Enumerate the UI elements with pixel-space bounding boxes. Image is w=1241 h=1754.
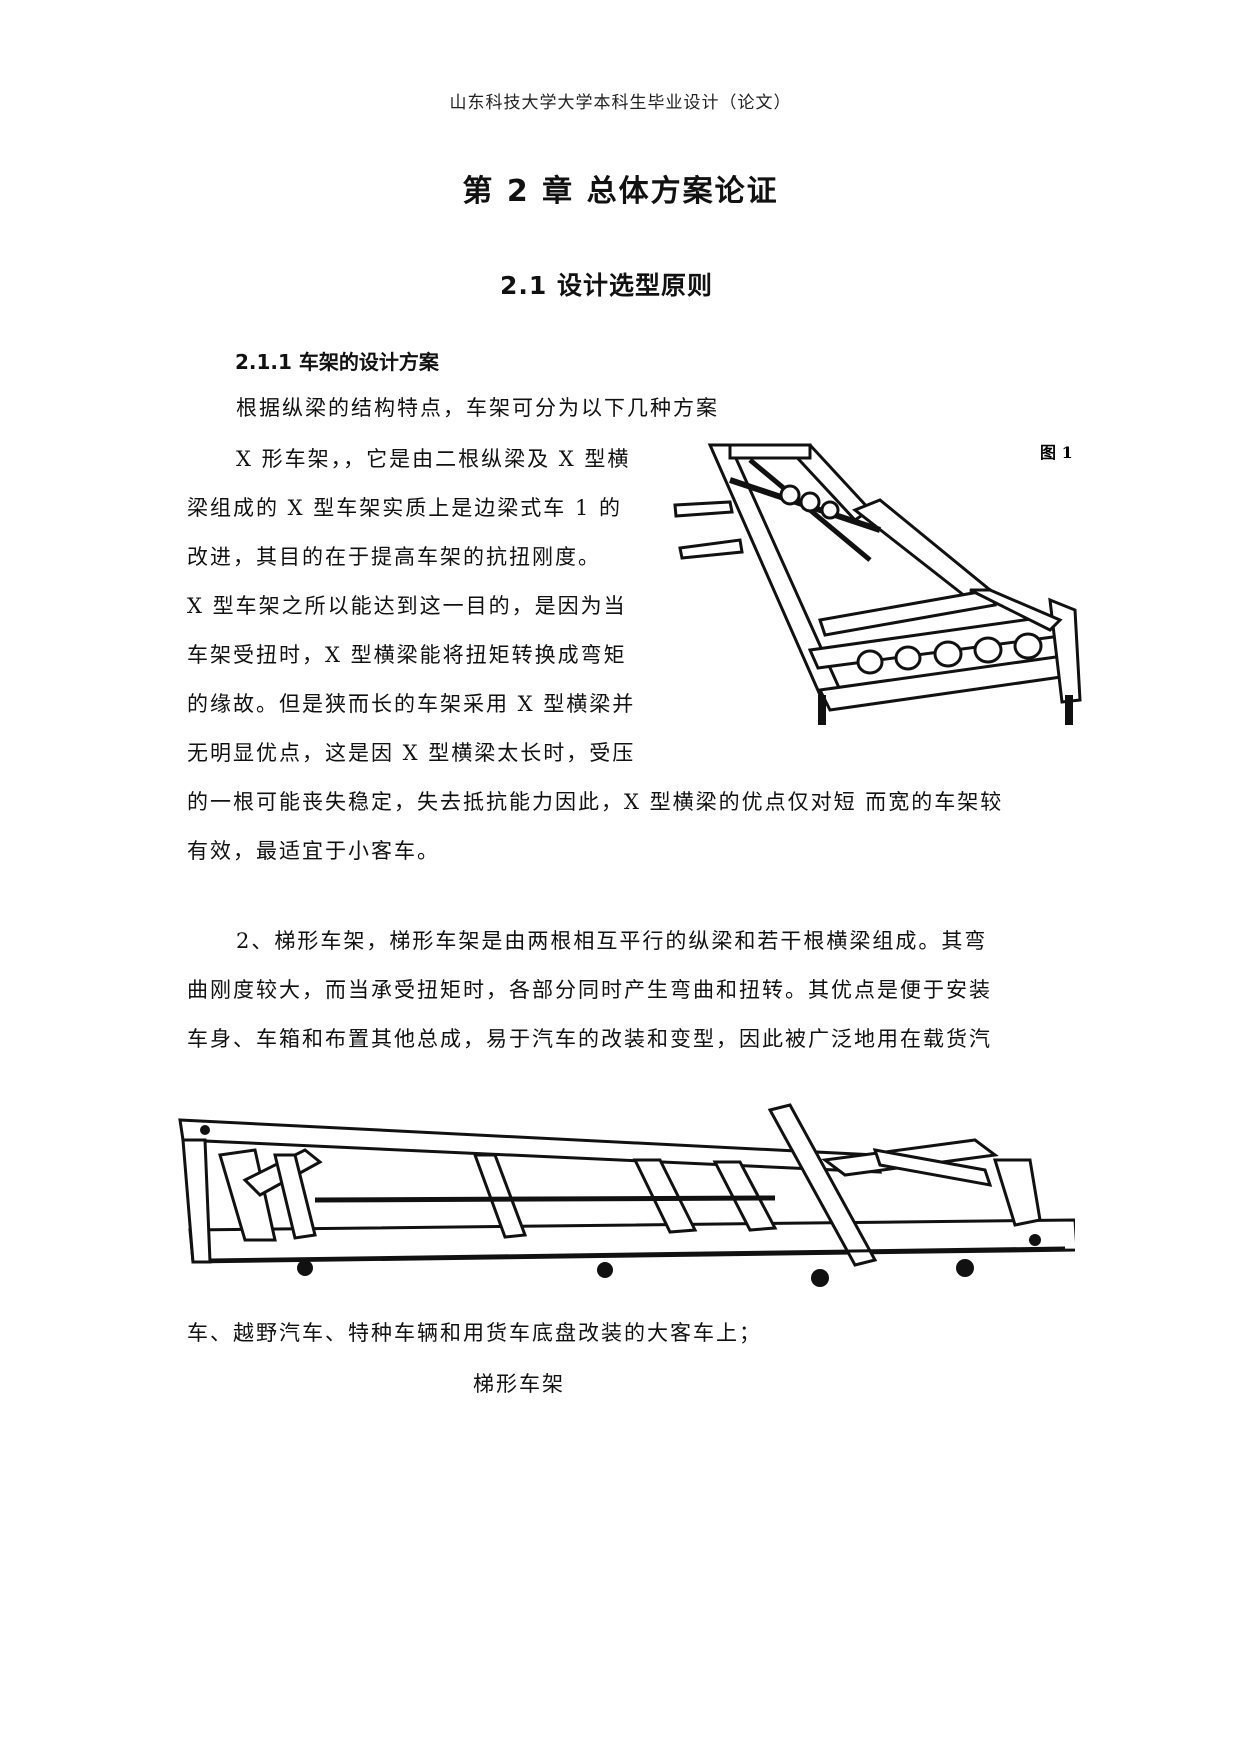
ladder-frame-figure: [178, 1103, 1075, 1287]
figure-label: 图 1: [1040, 443, 1073, 462]
figure-caption: 梯形车架: [473, 1372, 565, 1396]
x-frame-figure: 图 1: [673, 443, 1082, 725]
ladder-line: 车身、车箱和布置其他总成，易于汽车的改装和变型，因此被广泛地用在载货汽: [187, 1027, 992, 1051]
chapter-title: 第 2 章 总体方案论证: [462, 174, 779, 209]
x-frame-line: 的缘故。但是狭而长的车架采用 X 型横梁并: [187, 692, 636, 716]
ladder-line: 2、梯形车架，梯形车架是由两根相互平行的纵梁和若干根横梁组成。其弯: [236, 929, 988, 953]
ladder-line: 曲刚度较大，而当承受扭矩时，各部分同时产生弯曲和扭转。其优点是便于安装: [187, 978, 992, 1002]
x-frame-line: X 型车架之所以能达到这一目的，是因为当: [187, 594, 627, 618]
subsection-title: 2.1.1 车架的设计方案: [235, 350, 439, 374]
x-frame-line: 改进，其目的在于提高车架的抗扭刚度。: [187, 545, 601, 569]
ladder-frame-drawing: [178, 1103, 1075, 1287]
x-frame-line: 车架受扭时，X 型横梁能将扭矩转换成弯矩: [187, 643, 627, 667]
x-frame-line: 无明显优点，这是因 X 型横梁太长时，受压: [187, 741, 636, 765]
section-title: 2.1 设计选型原则: [500, 271, 713, 300]
intro-line: 根据纵梁的结构特点，车架可分为以下几种方案: [236, 396, 719, 420]
ladder-line: 车、越野汽车、特种车辆和用货车底盘改装的大客车上；: [187, 1321, 762, 1345]
page-header: 山东科技大学大学本科生毕业设计（论文）: [449, 93, 792, 113]
x-frame-line: 有效，最适宜于小客车。: [187, 839, 440, 863]
x-frame-drawing: [673, 443, 1082, 725]
x-frame-line: X 形车架，，它是由二根纵梁及 X 型横: [236, 447, 631, 471]
x-frame-line: 的一根可能丧失稳定，失去抵抗能力因此，X 型横梁的优点仅对短 而宽的车架较: [187, 790, 1004, 814]
x-frame-line: 梁组成的 X 型车架实质上是边梁式车 1 的: [187, 496, 623, 520]
